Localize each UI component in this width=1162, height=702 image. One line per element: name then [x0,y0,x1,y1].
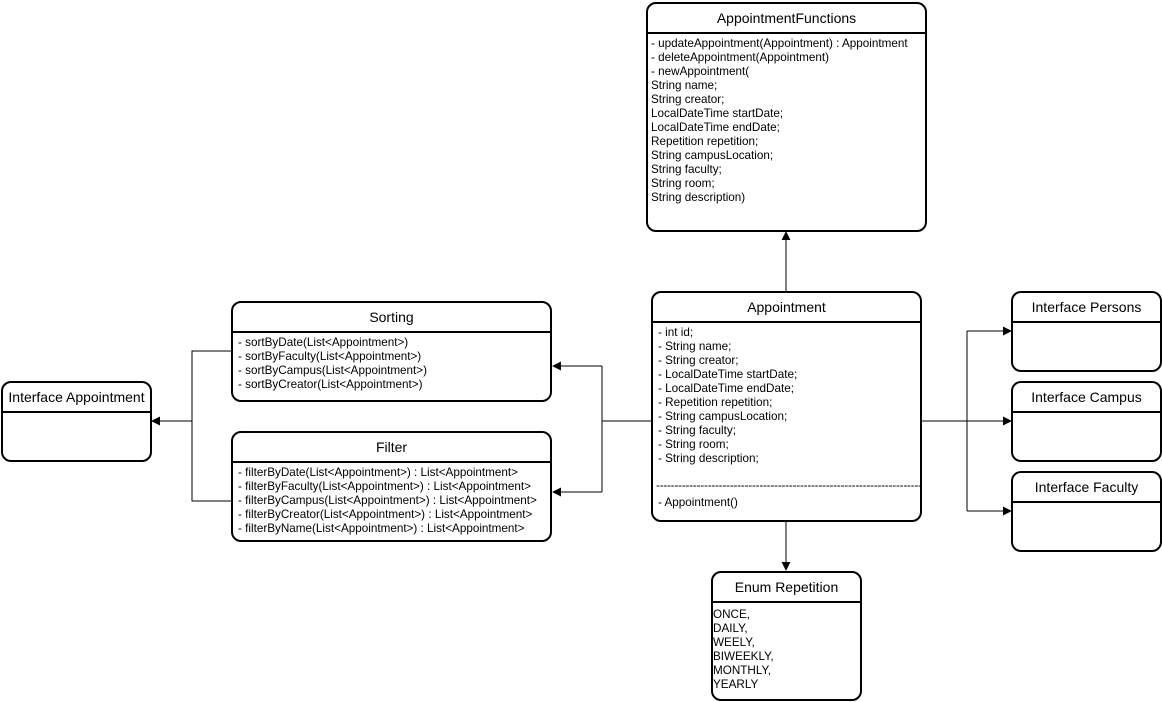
list-item: Repetition repetition; [651,135,759,148]
list-item: - String name; [658,340,732,353]
list-item: - sortByDate(List<Appointment>) [238,336,409,349]
list-item: - filterByName(List<Appointment>) : List… [238,522,525,535]
list-item: String room; [651,177,715,190]
list-item: ONCE, [713,608,751,621]
class-title: Interface Faculty [1013,473,1160,503]
edge-appointment-branch-right [921,331,968,511]
interface-persons-class: Interface Persons [1011,291,1162,372]
list-item: - filterByCampus(List<Appointment>) : Li… [238,494,537,507]
class-title: Enum Repetition [713,573,860,603]
list-item: - LocalDateTime endDate; [658,382,794,395]
list-item: YEARLY [713,678,759,691]
list-item: String description) [651,191,746,204]
list-item: - sortByCreator(List<Appointment>) [238,378,423,391]
list-item: String faculty; [651,163,722,176]
list-item: - filterByFaculty(List<Appointment>) : L… [238,480,531,493]
list-item: - Appointment() [658,496,738,509]
class-title: AppointmentFunctions [648,4,925,34]
list-item: - Repetition repetition; [658,396,773,409]
enum-repetition-class: Enum Repetition ONCE, DAILY, WEELY, BIWE… [711,571,862,701]
list-item: - deleteAppointment(Appointment) [651,51,830,64]
list-item: - String creator; [658,354,739,367]
list-item: LocalDateTime endDate; [651,121,780,134]
list-item: - updateAppointment(Appointment) : Appoi… [651,37,908,50]
appointment-class: Appointment - int id; - String name; - S… [651,291,922,522]
list-item: WEELY, [713,636,755,649]
list-item: MONTHLY, [713,664,772,677]
class-title: Sorting [233,303,550,333]
interface-faculty-class: Interface Faculty [1011,471,1162,552]
list-item: String campusLocation; [651,149,774,162]
enum-value-list: ONCE, DAILY, WEELY, BIWEEKLY, MONTHLY, Y… [713,603,860,692]
method-list: - sortByDate(List<Appointment>) - sortBy… [233,333,550,392]
class-title: Interface Campus [1013,383,1160,413]
list-item: String creator; [651,93,725,106]
edge-sorting-filter-branch [191,350,232,502]
method-list: - filterByDate(List<Appointment>) : List… [233,463,550,536]
list-item: - String campusLocation; [658,410,788,423]
class-title: Appointment [653,293,920,323]
method-list: - Appointment() [653,496,920,510]
edge-appointment-branch-left [601,366,652,492]
list-item: String name; [651,79,718,92]
field-list: - int id; - String name; - String creato… [653,323,920,466]
list-item: - newAppointment( [651,65,750,78]
list-item: - filterByCreator(List<Appointment>) : L… [238,508,533,521]
list-item: - String description; [658,452,759,465]
list-item: - filterByDate(List<Appointment>) : List… [238,466,518,479]
list-item: - sortByFaculty(List<Appointment>) [238,350,422,363]
member-separator: ----------------------------------------… [656,479,920,492]
list-item: - LocalDateTime startDate; [658,368,798,381]
list-item: BIWEEKLY, [713,650,774,663]
interface-appointment-class: Interface Appointment [1,381,152,462]
list-item: - String faculty; [658,424,736,437]
appointment-functions-class: AppointmentFunctions - updateAppointment… [646,2,927,232]
list-item: - sortByCampus(List<Appointment>) [238,364,428,377]
list-item: DAILY, [713,622,748,635]
list-item: - int id; [658,326,694,339]
filter-class: Filter - filterByDate(List<Appointment>)… [231,431,552,542]
sorting-class: Sorting - sortByDate(List<Appointment>) … [231,301,552,402]
list-item: LocalDateTime startDate; [651,107,784,120]
interface-campus-class: Interface Campus [1011,381,1162,462]
class-title: Interface Appointment [3,383,150,413]
method-list: - updateAppointment(Appointment) : Appoi… [648,34,925,205]
class-title: Interface Persons [1013,293,1160,323]
class-title: Filter [233,433,550,463]
list-item: - String room; [658,438,729,451]
